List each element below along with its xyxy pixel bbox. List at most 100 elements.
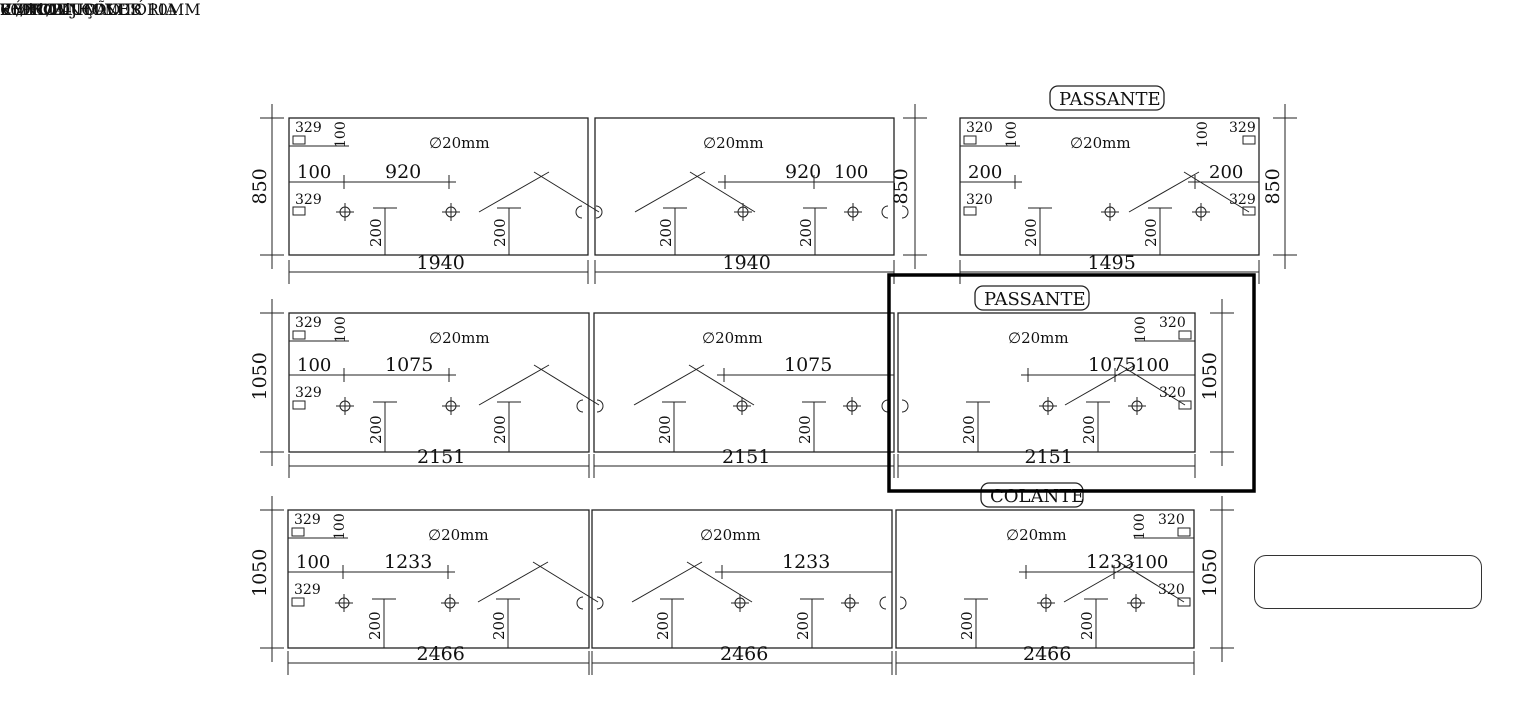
- corner-width-label: 329: [294, 512, 321, 528]
- joint-mark: [881, 399, 889, 413]
- lower-notch-width-label: 329: [1229, 192, 1256, 208]
- diagonal-mark: [532, 561, 599, 603]
- corner-width-label: 329: [295, 315, 322, 331]
- height-dimension: 1050: [249, 549, 271, 597]
- diagonal-mark: [1064, 364, 1136, 406]
- corner-notch: [291, 527, 305, 537]
- glass-panel: [288, 312, 590, 453]
- drill-dimension: 200: [656, 415, 674, 444]
- length-dimension: 1233: [782, 551, 830, 573]
- corner-height-label: 100: [332, 513, 348, 540]
- corner-width-label: 320: [1159, 315, 1186, 331]
- diagonal-mark: [686, 561, 753, 603]
- corner-width-label: 320: [1158, 512, 1185, 528]
- drill-dimension: 200: [654, 611, 672, 640]
- hole-diameter-label: ∅20mm: [428, 526, 489, 544]
- length-dimension: 920: [385, 161, 421, 183]
- width-dimension: 2466: [720, 643, 768, 665]
- width-dimension: 1940: [417, 252, 465, 274]
- width-dimension: 1940: [723, 252, 771, 274]
- drill-dimension: 200: [367, 218, 385, 247]
- drill-dimension: 200: [367, 415, 385, 444]
- length-dimension: 1075: [385, 354, 433, 376]
- joint-mark: [596, 399, 604, 413]
- diagonal-mark: [478, 171, 550, 213]
- lower-notch-width-label: 329: [295, 385, 322, 401]
- drill-dimension: 200: [958, 611, 976, 640]
- diagonal-mark: [1118, 561, 1185, 603]
- store-name: EMPORIUM VITÓRIA: [0, 0, 177, 19]
- edge-dimension: 200: [1209, 162, 1243, 183]
- corner-height-label: 100: [1133, 316, 1149, 343]
- drill-dimension: 200: [657, 218, 675, 247]
- glass-panel: [287, 509, 590, 649]
- corner-notch: [1178, 330, 1192, 340]
- lower-notch-width-label: 329: [294, 582, 321, 598]
- corner-height-label: 100: [1004, 121, 1020, 148]
- drill-dimension: 200: [797, 218, 815, 247]
- corner-notch: [963, 206, 977, 216]
- length-dimension: 920: [785, 161, 821, 183]
- drill-dimension: 200: [1078, 611, 1096, 640]
- width-dimension: 1495: [1088, 252, 1136, 274]
- corner-notch: [1242, 135, 1256, 145]
- width-dimension: 2466: [1023, 643, 1071, 665]
- height-dimension: 1050: [1199, 549, 1221, 597]
- diagonal-mark: [631, 561, 703, 603]
- diagonal-mark: [633, 364, 705, 406]
- diagonal-mark: [1183, 171, 1250, 213]
- hole-diameter-label: ∅20mm: [429, 134, 490, 152]
- corner-height-label: 100: [333, 316, 349, 343]
- glass-panel: [593, 312, 895, 453]
- hole-diameter-label: ∅20mm: [703, 134, 764, 152]
- drill-dimension: 200: [490, 611, 508, 640]
- edge-dimension: 100: [834, 162, 868, 183]
- row-0-tag-frame: [1049, 85, 1165, 111]
- corner-width-label: 320: [966, 120, 993, 136]
- joint-mark: [901, 399, 909, 413]
- edge-dimension: 100: [1135, 355, 1169, 376]
- corner-notch: [963, 135, 977, 145]
- hole-diameter-label: ∅20mm: [1008, 329, 1069, 347]
- corner-height-label: 100: [333, 121, 349, 148]
- drill-dimension: 200: [1142, 218, 1160, 247]
- joint-mark: [576, 596, 584, 610]
- length-dimension: 1233: [384, 551, 432, 573]
- height-dimension: 1050: [1199, 352, 1221, 400]
- glass-panel: [895, 509, 1195, 649]
- hole-diameter-label: ∅20mm: [702, 329, 763, 347]
- drill-dimension: 200: [491, 218, 509, 247]
- client-name: KÉRCIA JHONES: [0, 0, 142, 19]
- joint-mark: [881, 205, 889, 219]
- width-dimension: 2151: [417, 446, 465, 468]
- height-dimension: 850: [1262, 168, 1284, 204]
- diagonal-mark: [1128, 171, 1200, 213]
- drill-dimension: 200: [1022, 218, 1040, 247]
- drill-dimension: 200: [1080, 415, 1098, 444]
- edge-dimension: 100: [297, 355, 331, 376]
- lower-notch-width-label: 320: [1158, 582, 1185, 598]
- corner-width-label: 329: [1229, 120, 1256, 136]
- corner-notch: [292, 206, 306, 216]
- corner-width-label: 329: [295, 120, 322, 136]
- diagonal-mark: [533, 171, 600, 213]
- drill-dimension: 200: [366, 611, 384, 640]
- joint-mark: [596, 596, 604, 610]
- corner-notch: [1177, 527, 1191, 537]
- material-title: VIDRO INCOLOR 10MM: [0, 0, 201, 19]
- diagonal-mark: [634, 171, 706, 213]
- lower-notch-width-label: 320: [1159, 385, 1186, 401]
- hole-diameter-label: ∅20mm: [429, 329, 490, 347]
- drill-dimension: 200: [794, 611, 812, 640]
- corner-height-label: 100: [1132, 513, 1148, 540]
- length-dimension: 1233: [1086, 551, 1134, 573]
- highlight-box: [887, 273, 1256, 493]
- glass-panel: [897, 312, 1196, 453]
- row-1-tag-frame: [974, 285, 1090, 311]
- corner-notch: [292, 135, 306, 145]
- production-box: [1254, 555, 1482, 609]
- corner-notch: [1242, 206, 1256, 216]
- corner-notch: [1178, 400, 1192, 410]
- length-dimension: 1075: [784, 354, 832, 376]
